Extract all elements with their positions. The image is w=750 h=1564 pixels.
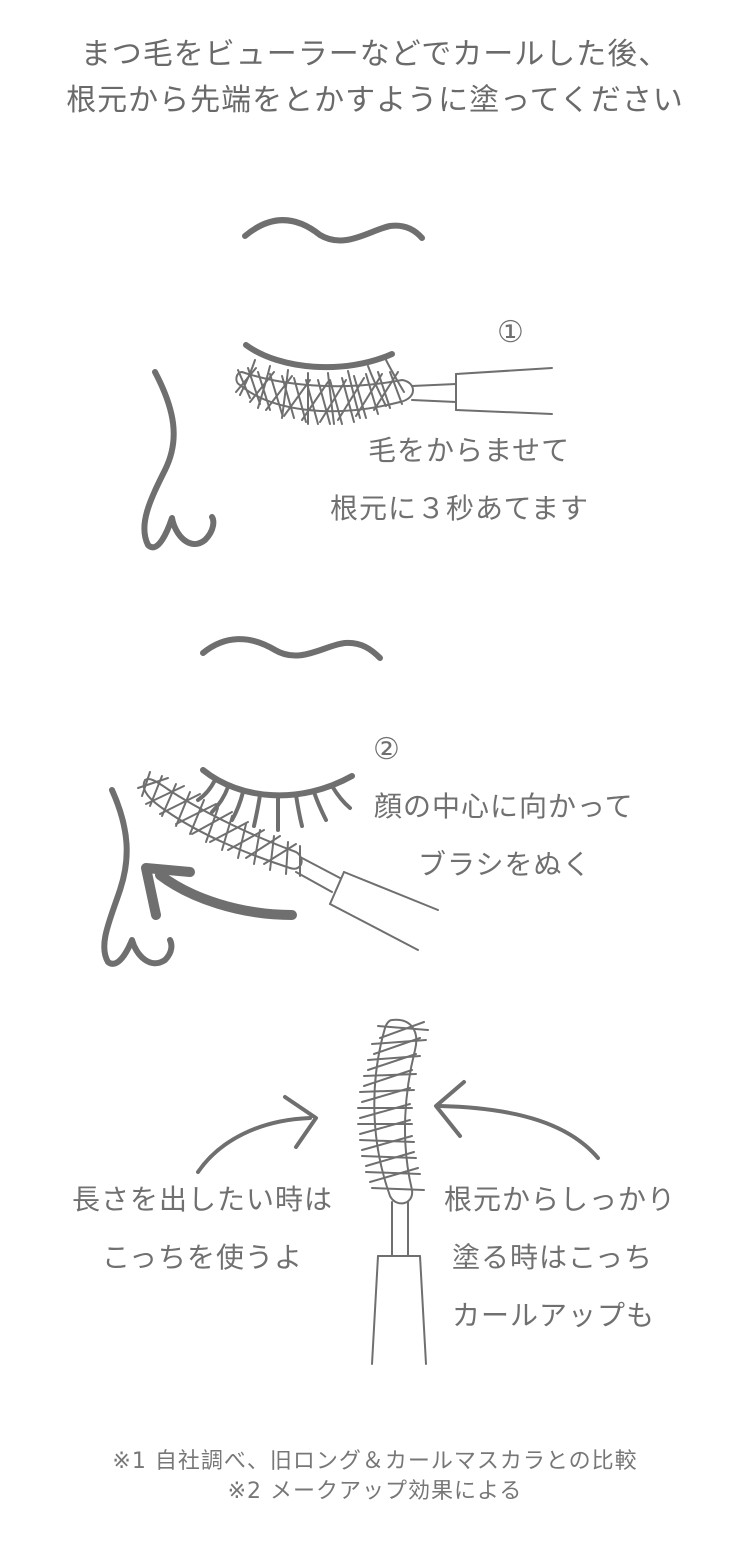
step1-nose xyxy=(141,369,217,551)
guide-left-arrowhead xyxy=(283,1095,318,1149)
step2-brush-handle xyxy=(295,857,439,951)
footnote-1: ※1 自社調べ、旧ロング＆カールマスカラとの比較 xyxy=(112,1449,638,1474)
step1-caption-line-2: 根元に３秒あてます xyxy=(330,492,590,525)
step1-eyelid xyxy=(243,342,395,371)
guide-brush-head xyxy=(357,1018,429,1205)
step1-brush-handle xyxy=(411,367,553,415)
step2-eyelashes xyxy=(196,778,352,832)
guide-left-arrow xyxy=(196,1116,312,1174)
step2-direction-arrow xyxy=(155,870,297,920)
step2-nose xyxy=(101,787,175,967)
step2-eyebrow xyxy=(200,636,383,661)
guide-left-line-1: 長さを出したい時は xyxy=(72,1183,334,1216)
guide-right-line-2: 塗る時はこっち xyxy=(452,1241,654,1274)
step2-number: ② xyxy=(373,732,400,767)
step2-brush-head xyxy=(137,771,303,877)
step2-arrowhead xyxy=(141,863,195,920)
step1-brush-head xyxy=(235,367,414,425)
guide-right-arrowhead xyxy=(434,1080,466,1138)
step1-caption-line-1: 毛をからませて xyxy=(368,434,571,467)
step2-caption-line-2: ブラシをぬく xyxy=(418,848,592,881)
guide-right-line-1: 根元からしっかり xyxy=(444,1183,677,1216)
guide-right-line-3: カールアップも xyxy=(452,1299,656,1332)
guide-left-line-2: こっちを使うよ xyxy=(102,1241,304,1274)
step1-eyebrow xyxy=(242,217,425,244)
title-line-1: まつ毛をビューラーなどでカールした後、 xyxy=(80,37,670,72)
guide-brush-handle xyxy=(371,1201,427,1365)
step2-caption-line-1: 顔の中心に向かって xyxy=(374,790,634,823)
title-line-2: 根元から先端をとかすように塗ってください xyxy=(66,83,684,118)
step1-number: ① xyxy=(497,315,524,350)
footnote-2: ※2 メークアップ効果による xyxy=(227,1479,523,1504)
guide-right-arrow xyxy=(438,1104,600,1160)
